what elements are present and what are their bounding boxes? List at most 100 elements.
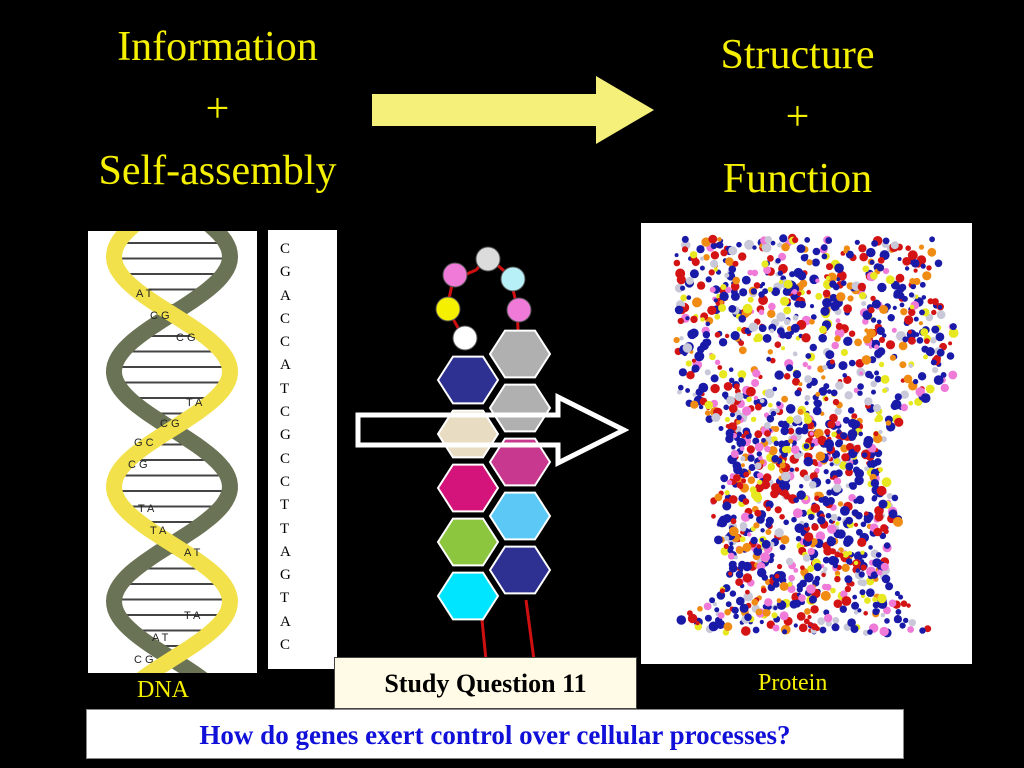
atom-dot <box>720 484 726 490</box>
atom-dot <box>900 390 909 399</box>
base-pair-label: G C <box>134 437 154 449</box>
atom-dot <box>778 279 784 285</box>
atom-dot <box>753 522 760 529</box>
atom-dot <box>913 268 918 273</box>
sequence-base: G <box>280 264 291 281</box>
atom-dot <box>770 410 777 417</box>
atom-dot <box>905 245 911 251</box>
atom-dot <box>739 603 749 613</box>
atom-dot <box>714 313 721 320</box>
atom-dot <box>682 343 693 353</box>
atom-dot <box>898 341 908 351</box>
atom-dot <box>803 415 812 424</box>
atom-dot <box>858 571 865 578</box>
atom-dot <box>864 597 871 604</box>
atom-dot <box>901 295 908 302</box>
atom-dot <box>687 329 697 340</box>
atom-dot <box>741 275 751 285</box>
atom-dot <box>753 546 763 556</box>
atom-dot <box>874 349 883 358</box>
atom-dot <box>930 337 937 344</box>
atom-dot <box>834 335 841 342</box>
atom-dot <box>781 395 788 403</box>
atom-dot <box>804 237 811 243</box>
base-pair-label: T A <box>184 610 201 622</box>
atom-dot <box>832 483 842 493</box>
atom-dot <box>916 337 924 344</box>
atom-dot <box>825 275 831 281</box>
atom-dot <box>678 368 687 377</box>
atom-dot <box>908 400 914 406</box>
atom-dot <box>887 314 895 322</box>
atom-dot <box>871 389 876 395</box>
atom-dot <box>870 479 880 488</box>
atom-dot <box>738 340 745 346</box>
atom-dot <box>792 351 798 357</box>
atom-dot <box>813 400 819 406</box>
atom-dot <box>877 593 887 604</box>
protein-caption: Protein <box>758 670 828 696</box>
atom-dot <box>758 324 767 333</box>
atom-dot <box>740 525 747 532</box>
sequence-base: G <box>280 427 291 444</box>
atom-dot <box>842 373 847 378</box>
atom-dot <box>729 526 739 537</box>
atom-dot <box>704 369 711 376</box>
atom-dot <box>826 263 833 271</box>
atom-dot <box>690 400 699 409</box>
atom-dot <box>793 568 799 573</box>
atom-dot <box>835 420 841 426</box>
atom-dot <box>713 267 718 272</box>
atom-dot <box>845 462 854 471</box>
atom-dot <box>828 555 838 566</box>
atom-dot <box>809 343 817 352</box>
atom-dot <box>782 287 792 296</box>
atom-dot <box>870 317 877 323</box>
atom-dot <box>765 529 772 535</box>
atom-dot <box>768 402 773 408</box>
sequence-base: C <box>280 404 291 421</box>
atom-dot <box>734 392 744 402</box>
atom-dot <box>788 574 795 582</box>
atom-dot <box>696 281 706 290</box>
atom-dot <box>859 559 865 564</box>
atom-dot <box>820 244 828 251</box>
base-pair-label: T A <box>186 397 203 409</box>
atom-dot <box>785 557 794 566</box>
atom-dot <box>829 462 834 467</box>
atom-dot <box>717 237 722 242</box>
atom-dot <box>801 333 811 343</box>
atom-dot <box>806 383 812 389</box>
atom-dot <box>758 295 768 306</box>
atom-dot <box>763 266 771 275</box>
atom-dot <box>862 265 870 273</box>
sequence-base: C <box>280 473 291 490</box>
atom-dot <box>854 239 860 245</box>
amino-acid-chain-diagram <box>435 246 552 660</box>
atom-dot <box>929 236 935 243</box>
information-self-assembly-title: Information + Self-assembly <box>60 16 375 202</box>
atom-dot <box>774 573 780 579</box>
atom-dot <box>754 442 764 452</box>
atom-dot <box>855 568 861 573</box>
atom-dot <box>843 248 848 254</box>
atom-dot <box>823 566 828 572</box>
atom-dot <box>742 573 753 583</box>
atom-dot <box>781 446 789 453</box>
atom-dot <box>764 445 771 453</box>
atom-dot <box>919 281 926 288</box>
sequence-base: C <box>280 450 291 467</box>
atom-dot <box>893 516 903 527</box>
amino-hexagon <box>488 383 552 433</box>
outline-arrow-icon <box>355 393 629 468</box>
atom-dot <box>762 334 772 343</box>
atom-dot <box>848 482 855 488</box>
atom-dot <box>806 584 816 594</box>
atom-dot <box>927 247 937 257</box>
atom-dot <box>719 588 726 594</box>
atom-dot <box>765 516 774 525</box>
atom-dot <box>741 626 751 636</box>
atom-dot <box>834 570 841 576</box>
atom-dot <box>879 626 889 637</box>
